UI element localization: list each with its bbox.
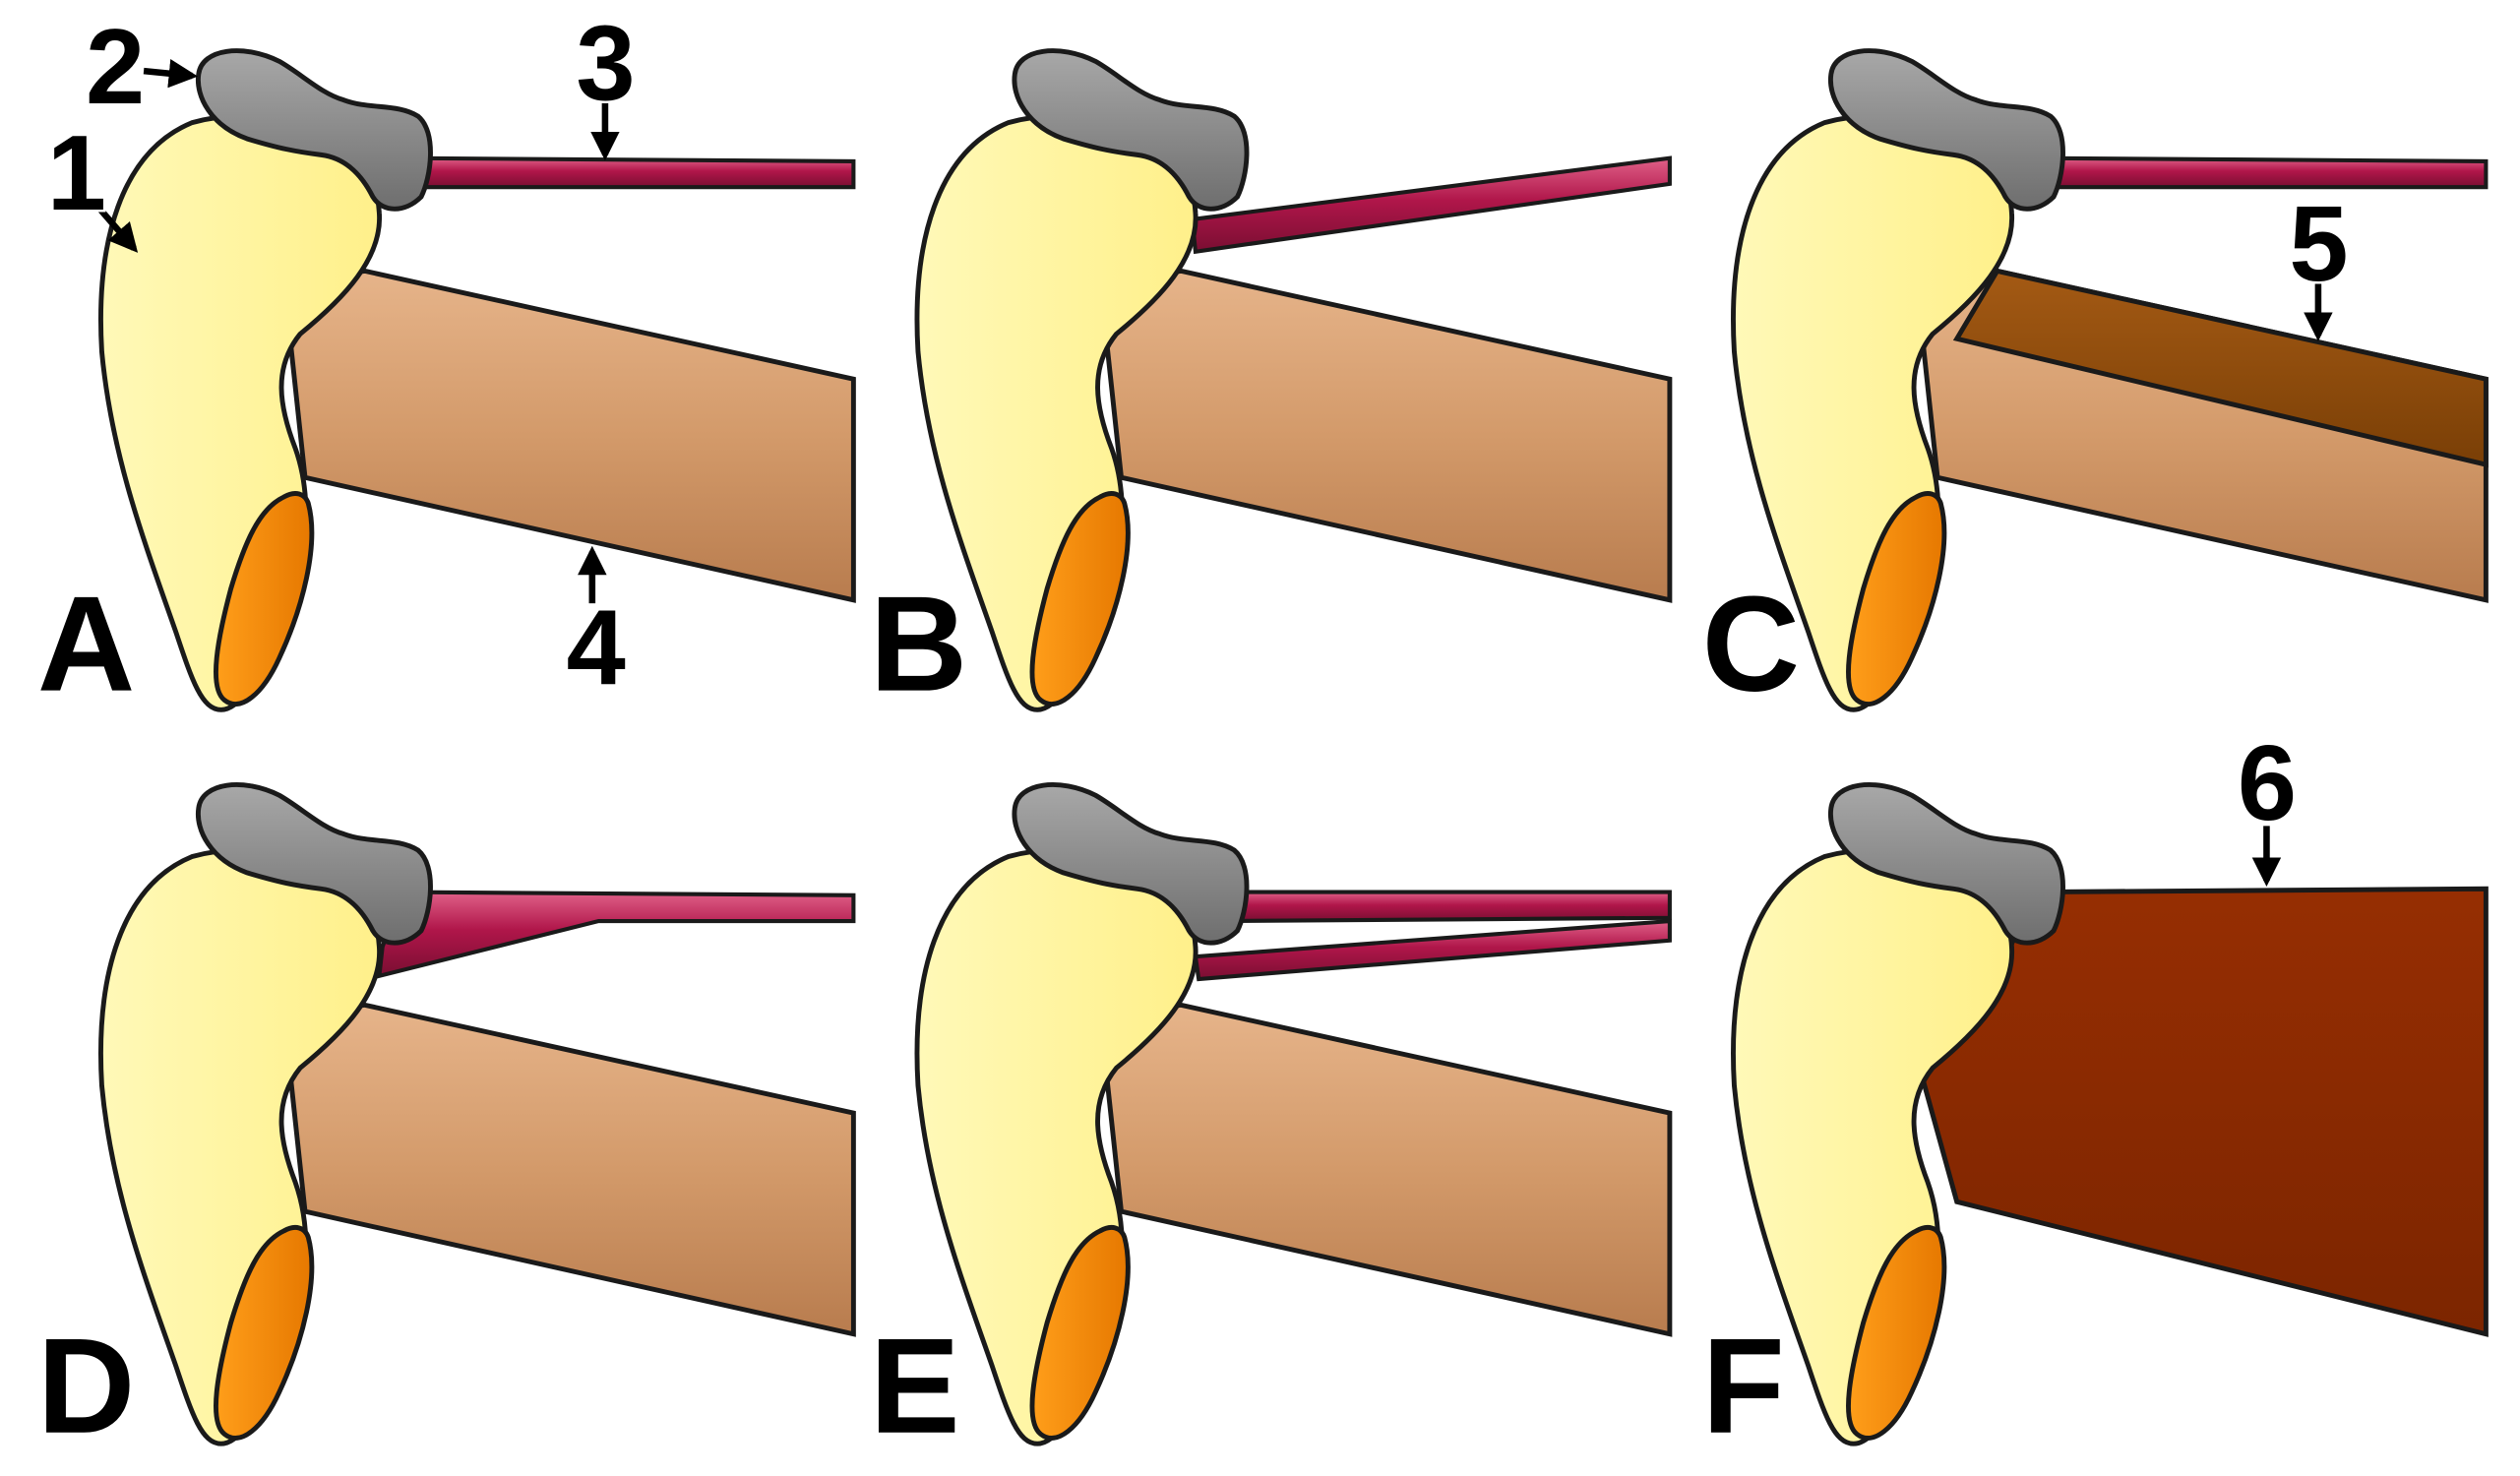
callout-1: 1 bbox=[47, 113, 106, 232]
band bbox=[377, 890, 856, 979]
panel-label-c: C bbox=[1702, 569, 1800, 720]
cap bbox=[195, 782, 433, 946]
panel-label-e: E bbox=[870, 1311, 960, 1462]
arrow-1 bbox=[90, 198, 139, 253]
cap bbox=[1827, 782, 2065, 946]
callout-2: 2 bbox=[86, 7, 145, 126]
tip bbox=[214, 1224, 315, 1441]
tip bbox=[1029, 491, 1131, 707]
cap bbox=[1012, 782, 1250, 946]
callout-4: 4 bbox=[567, 587, 626, 707]
muscle bbox=[280, 268, 856, 603]
panel-d bbox=[98, 782, 856, 1446]
cap bbox=[1827, 48, 2065, 212]
cap bbox=[195, 48, 433, 212]
band bbox=[2032, 155, 2489, 190]
panel-label-d: D bbox=[37, 1311, 135, 1462]
panel-b bbox=[914, 48, 1673, 712]
muscle bbox=[280, 1002, 856, 1337]
band bbox=[1190, 155, 1672, 255]
panel-f bbox=[1731, 782, 2489, 1446]
tip bbox=[214, 491, 315, 707]
cap bbox=[1012, 48, 1250, 212]
callout-arrows bbox=[90, 59, 2333, 887]
panel-c bbox=[1731, 48, 2489, 712]
muscle bbox=[1097, 268, 1673, 603]
callout-5: 5 bbox=[2289, 184, 2348, 303]
tip bbox=[1029, 1224, 1131, 1441]
muscle bbox=[1097, 1002, 1673, 1337]
panel-label-a: A bbox=[37, 569, 135, 720]
panel-a bbox=[98, 48, 856, 712]
panel-label-b: B bbox=[870, 569, 967, 720]
panel-e bbox=[914, 782, 1673, 1446]
arrow-2 bbox=[143, 59, 199, 89]
panel-label-f: F bbox=[1702, 1311, 1785, 1462]
callout-3: 3 bbox=[576, 4, 635, 123]
tip bbox=[1846, 1224, 1947, 1441]
callout-6: 6 bbox=[2238, 723, 2297, 842]
muscle-slip bbox=[1952, 268, 2489, 468]
band bbox=[400, 155, 856, 190]
band-upper bbox=[1215, 890, 1672, 924]
band-lower bbox=[1193, 918, 1672, 982]
tip bbox=[1846, 491, 1947, 707]
